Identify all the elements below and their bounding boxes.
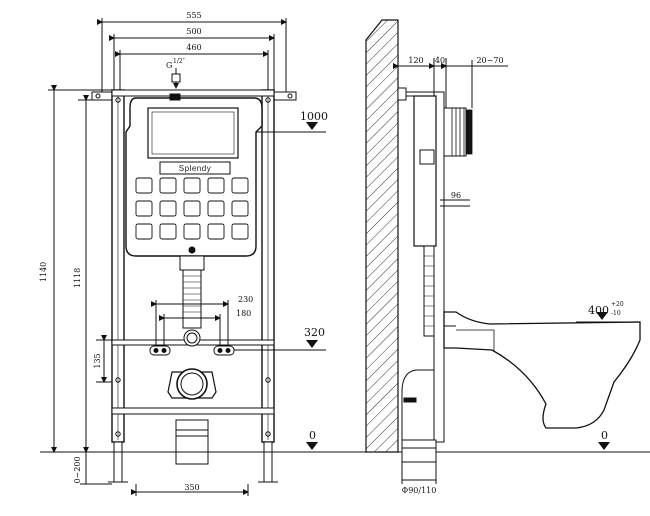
dim-350: 350 — [184, 483, 199, 492]
frame-top-bar — [111, 89, 275, 97]
waste-outlet — [167, 368, 217, 400]
bolt-spacing-dimensions — [151, 300, 229, 346]
level-320-label: 320 — [304, 326, 325, 339]
dim-180: 180 — [236, 309, 251, 318]
dim-120: 120 — [408, 56, 423, 65]
dim-pipe-diameter: Φ90/110 — [402, 486, 437, 495]
side-waste-elbow — [401, 369, 435, 441]
bowl-height-tol-minus: -10 — [611, 310, 621, 317]
flush-plate-opening — [147, 107, 239, 159]
flush-outlet — [183, 329, 201, 347]
dim-555: 555 — [186, 11, 201, 20]
frame-legs — [108, 441, 278, 483]
dim-460: 460 — [186, 43, 201, 52]
dim-230: 230 — [238, 295, 253, 304]
level-0-label: 0 — [309, 429, 316, 442]
level-0-right-label: 0 — [601, 429, 608, 442]
toilet-bowl — [443, 311, 641, 429]
flush-pipe — [182, 269, 202, 329]
side-cistern — [413, 95, 437, 247]
wall-hatched — [365, 19, 399, 453]
side-view — [365, 19, 641, 484]
side-waste-pipe — [401, 439, 437, 463]
dim-500: 500 — [186, 27, 201, 36]
dim-40: 40 — [435, 56, 445, 65]
dim-96: 96 — [451, 191, 461, 200]
cistern-grid — [135, 177, 249, 240]
frame-low-bar — [111, 407, 275, 415]
height-dimensions — [48, 85, 112, 485]
foot-dimension — [131, 484, 249, 496]
brand-label-box — [159, 161, 231, 175]
side-flush-pipe — [423, 245, 435, 337]
dim-1140: 1140 — [39, 262, 48, 282]
bowl-height-tol-plus: +20 — [611, 301, 624, 308]
top-dimension-lines — [97, 18, 287, 96]
side-flush-ribs — [451, 108, 473, 156]
dim-1118: 1118 — [73, 268, 82, 288]
level-markers — [306, 122, 610, 450]
front-view: Splendy — [40, 18, 650, 496]
depth-dimensions — [393, 58, 508, 484]
dim-leg-adjust: 0~200 — [73, 456, 82, 483]
level-1000-label: 1000 — [300, 110, 328, 123]
side-flush-plate — [443, 107, 467, 157]
bottom-waste-pipe — [175, 419, 209, 465]
dim-wall-range: 20~70 — [476, 56, 503, 65]
water-inlet-marker — [171, 68, 181, 89]
dim-135: 135 — [93, 353, 102, 368]
flush-pipe-connector — [179, 255, 205, 271]
bolt-holes — [149, 345, 235, 356]
inlet-label: G — [166, 61, 172, 70]
brand-label: Splendy — [179, 164, 211, 173]
inlet-label-fraction: 1/2″ — [173, 58, 186, 65]
bowl-height-label: 400 — [588, 304, 609, 317]
